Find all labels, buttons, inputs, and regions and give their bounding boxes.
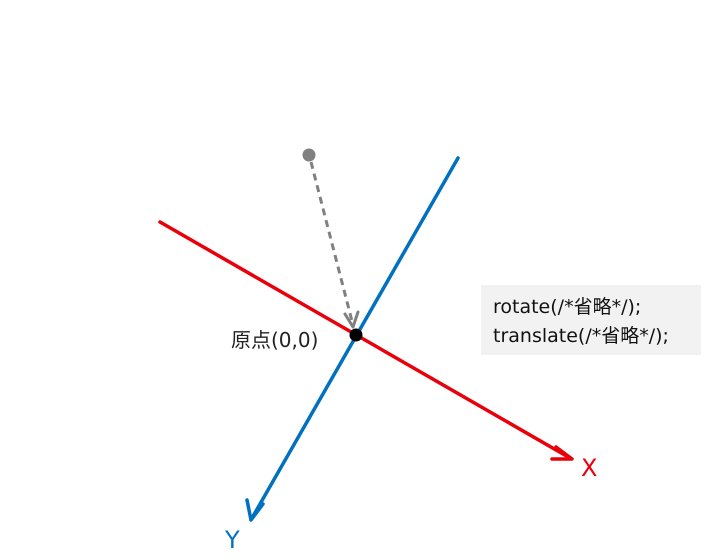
code-box: rotate(/*省略*/); translate(/*省略*/); xyxy=(481,285,701,355)
y-axis-arrowhead xyxy=(245,498,265,522)
move-arrow-line xyxy=(309,161,355,326)
x-axis-label: X xyxy=(581,454,598,482)
x-axis-line xyxy=(158,220,572,460)
move-arrow-arrowhead xyxy=(343,310,360,329)
origin-point xyxy=(349,328,363,342)
origin-label: 原点(0,0) xyxy=(231,328,319,352)
start-point xyxy=(302,148,316,162)
x-axis-arrowhead xyxy=(550,445,574,461)
code-line-translate: translate(/*省略*/); xyxy=(493,325,669,347)
code-line-rotate: rotate(/*省略*/); xyxy=(493,296,642,318)
y-axis-label: Y xyxy=(225,526,240,554)
